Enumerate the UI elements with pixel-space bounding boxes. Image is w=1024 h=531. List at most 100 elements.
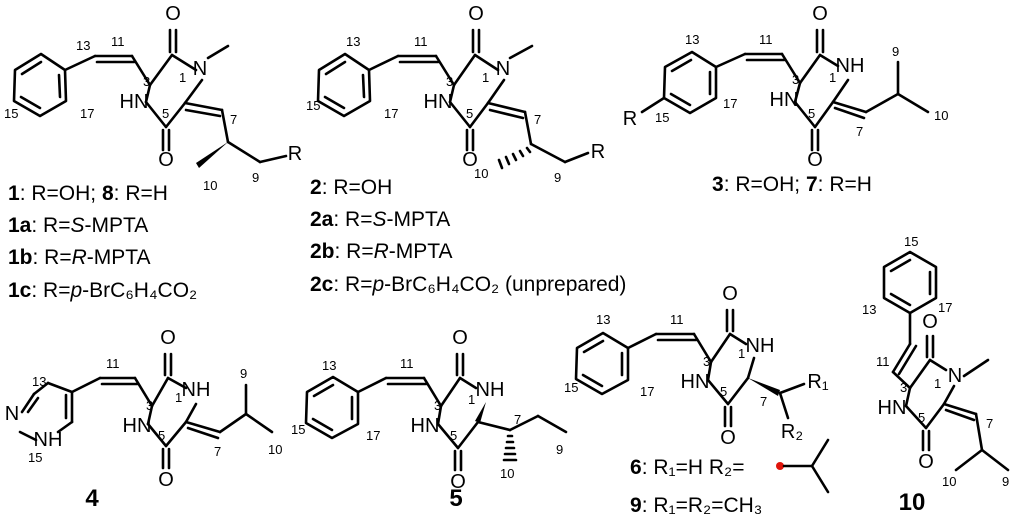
svg-text:5: 5: [918, 410, 925, 425]
svg-text:10: 10: [500, 466, 514, 481]
svg-text:15: 15: [904, 234, 918, 249]
atom-nitrogen: N: [193, 58, 207, 80]
svg-text:5: 5: [808, 106, 815, 121]
svg-text:O: O: [450, 471, 466, 493]
svg-text:O: O: [812, 3, 828, 25]
svg-text:10: 10: [474, 166, 488, 181]
caption-1a: 1a: R=S-MPTA: [8, 214, 148, 237]
svg-text:9: 9: [556, 442, 563, 457]
svg-text:O: O: [452, 327, 468, 349]
svg-text:17: 17: [366, 428, 380, 443]
svg-text:10: 10: [203, 178, 217, 193]
caption-1c: 1c: R=p-BrC₆H₄CO₂: [8, 279, 197, 302]
svg-text:1: 1: [829, 70, 836, 85]
svg-text:HN: HN: [424, 91, 453, 113]
svg-text:O: O: [722, 283, 738, 305]
svg-text:1: 1: [934, 376, 941, 391]
wedge-bond: [748, 378, 780, 396]
svg-text:N: N: [5, 403, 19, 425]
svg-text:13: 13: [862, 302, 876, 317]
svg-text:17: 17: [384, 106, 398, 121]
svg-text:N: N: [496, 58, 510, 80]
svg-text:13: 13: [322, 358, 336, 373]
svg-text:10: 10: [942, 474, 956, 489]
svg-text:O: O: [462, 149, 478, 171]
svg-text:5: 5: [720, 384, 727, 399]
svg-text:HN: HN: [681, 371, 710, 393]
wedge-bond: [196, 142, 228, 168]
svg-text:NH: NH: [34, 429, 63, 451]
svg-text:11: 11: [670, 312, 684, 327]
svg-text:5: 5: [158, 428, 165, 443]
svg-text:9: 9: [892, 44, 899, 59]
svg-text:9: 9: [252, 170, 259, 185]
hashed-wedge-bond: [497, 146, 532, 170]
svg-text:N: N: [948, 365, 962, 387]
svg-text:11: 11: [759, 32, 773, 47]
svg-text:3: 3: [434, 398, 441, 413]
structure-1: O N HN O R 11 13 15 17 3 1 5 7 10 9: [4, 3, 302, 193]
isopropyl-substituent: [776, 438, 830, 494]
svg-text:15: 15: [564, 380, 578, 395]
caption-2b: 2b: R=R-MPTA: [310, 240, 453, 263]
svg-text:O: O: [807, 149, 823, 171]
svg-text:13: 13: [346, 34, 360, 49]
svg-text:9: 9: [240, 366, 247, 381]
svg-text:3: 3: [900, 380, 907, 395]
svg-text:7: 7: [856, 124, 863, 139]
caption-2c: 2c: R=p-BrC₆H₄CO₂ (unprepared): [310, 273, 626, 296]
svg-text:9: 9: [554, 170, 561, 185]
svg-text:7: 7: [214, 444, 221, 459]
structure-3: O NH HN O R 11 13 15 17 3 1 5 7 9 10: [623, 3, 949, 171]
hashed-wedge-bond: [502, 434, 518, 462]
svg-text:15: 15: [306, 98, 320, 113]
atom-oxygen: O: [165, 3, 181, 25]
svg-text:HN: HN: [878, 397, 907, 419]
label-4: 4: [85, 485, 99, 512]
atom-r: R: [288, 143, 302, 165]
svg-text:3: 3: [143, 74, 150, 89]
svg-text:13: 13: [32, 374, 46, 389]
svg-text:7: 7: [514, 412, 521, 427]
label-5: 5: [449, 485, 462, 512]
svg-text:10: 10: [934, 108, 948, 123]
label-10: 10: [899, 489, 926, 516]
svg-text:5: 5: [466, 106, 473, 121]
svg-text:13: 13: [596, 312, 610, 327]
svg-text:11: 11: [876, 354, 890, 369]
svg-text:3: 3: [446, 74, 453, 89]
svg-text:5: 5: [450, 428, 457, 443]
svg-text:11: 11: [400, 356, 414, 371]
atom-nh: NH: [836, 55, 865, 77]
svg-text:17: 17: [80, 106, 94, 121]
caption-3: 3: R=OH; 7: R=H: [712, 173, 872, 196]
svg-text:9: 9: [1002, 474, 1009, 489]
atom-oxygen: O: [158, 149, 174, 171]
svg-text:1: 1: [738, 346, 745, 361]
svg-text:O: O: [918, 451, 934, 473]
wedge-bond: [475, 402, 486, 423]
svg-text:NH: NH: [476, 379, 505, 401]
svg-text:17: 17: [938, 300, 952, 315]
svg-text:O: O: [468, 3, 484, 25]
svg-text:O: O: [160, 327, 176, 349]
caption-6: 6: R₁=H R₂=: [630, 456, 744, 479]
svg-text:10: 10: [268, 442, 282, 457]
svg-text:R: R: [623, 108, 637, 130]
svg-text:13: 13: [685, 32, 699, 47]
svg-text:17: 17: [723, 96, 737, 111]
svg-text:7: 7: [760, 394, 767, 409]
structure-2: O N HN O R 11 13 15 17 3 1 5 7 10 9: [306, 3, 605, 185]
svg-text:3: 3: [792, 72, 799, 87]
caption-1b: 1b: R=R-MPTA: [8, 246, 151, 269]
svg-text:13: 13: [76, 38, 90, 53]
structure-5: O NH HN O 11 13 15 17 3 1 5 7 9 10: [291, 327, 568, 493]
svg-text:15: 15: [28, 450, 42, 465]
svg-text:15: 15: [655, 110, 669, 125]
structure-6-9: O NH HN O R₁ R₂ 11 13 15 17 3 1 5 7: [564, 283, 829, 449]
caption-1: 1: R=OH; 8: R=H: [8, 182, 168, 205]
svg-text:R₁: R₁: [807, 371, 828, 393]
svg-text:11: 11: [414, 34, 428, 49]
svg-text:O: O: [720, 427, 736, 449]
